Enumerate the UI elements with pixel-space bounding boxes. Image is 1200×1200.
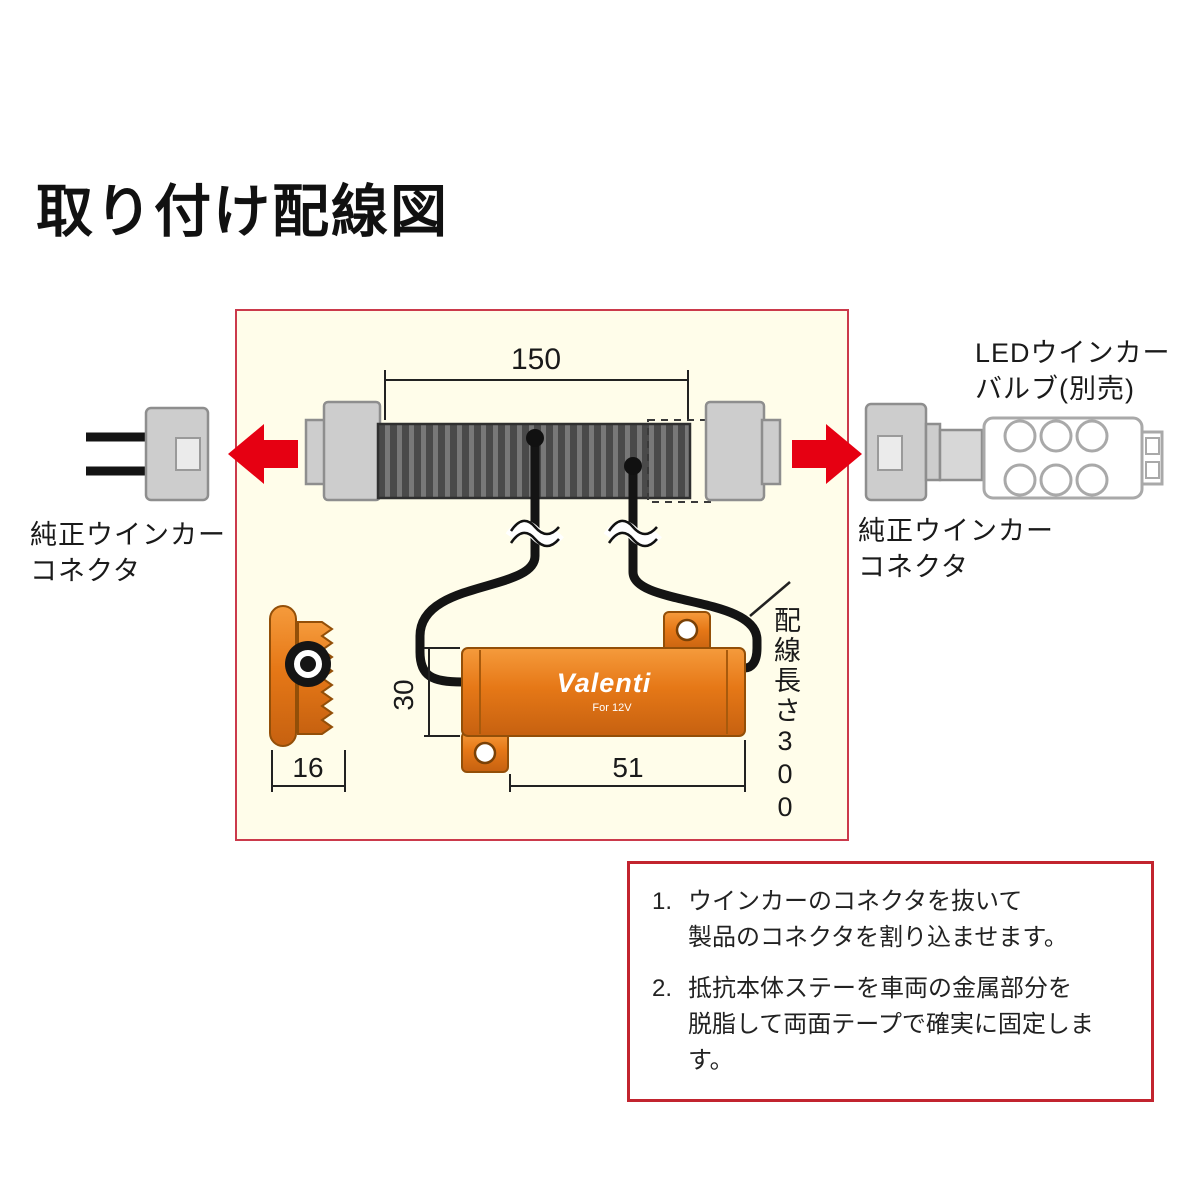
resistor-brand-logo: Valenti [557, 668, 652, 698]
wire-break-left [505, 519, 564, 548]
instruction-1-line2: 製品のコネクタを割り込ませます。 [688, 924, 1068, 951]
arrow-left-icon [228, 424, 298, 484]
stock-connector-right-label: 純正ウインカー コネクタ [858, 514, 1054, 585]
stock-connector-left-label: 純正ウインカー コネクタ [30, 518, 226, 589]
stock-connector-left-label-line1: 純正ウインカー [30, 520, 226, 550]
resistor-body [461, 611, 746, 773]
instructions-box: 1. ウインカーのコネクタを抜いて 製品のコネクタを割り込ませます。 2. 抵抗… [627, 861, 1154, 1102]
dimension-resistor-length [509, 740, 746, 792]
resistor-sub-label: For 12V [592, 702, 632, 714]
instruction-1-line1: ウインカーのコネクタを抜いて [688, 888, 1023, 915]
dimension-stay-width [271, 750, 346, 792]
instruction-2-line2: 脱脂して両面テープで確実に固定します。 [688, 1011, 1094, 1074]
page-title: 取り付け配線図 [36, 180, 449, 244]
wire-break-right [603, 519, 662, 548]
dimension-resistor-height [424, 647, 460, 737]
instruction-item-1: 1. ウインカーのコネクタを抜いて 製品のコネクタを割り込ませます。 [652, 884, 1129, 956]
stock-connector-right-label-line2: コネクタ [858, 551, 969, 582]
stock-connector-right [864, 402, 942, 502]
stock-connector-left-label-line2: コネクタ [30, 555, 141, 586]
led-bulb-label-line2: バルブ(別売) [975, 373, 1135, 404]
dimension-tube-length [384, 370, 689, 420]
led-bulb-label: LEDウインカー バルブ(別売) [975, 336, 1171, 407]
instruction-1-number: 1. [652, 888, 673, 915]
instruction-2-number: 2. [652, 975, 673, 1002]
dim-51-label: 51 [612, 752, 643, 783]
dim-16-label: 16 [292, 752, 323, 783]
instruction-2-text: 抵抗本体ステーを車両の金属部分を 脱脂して両面テープで確実に固定します。 [688, 971, 1129, 1079]
resistor-stay-side-view [269, 605, 334, 747]
stock-connector-left [86, 406, 210, 502]
wire-junction-dot [624, 457, 642, 475]
harness-wires [415, 433, 762, 687]
dim-30-label: 30 [388, 679, 419, 710]
instruction-item-2: 2. 抵抗本体ステーを車両の金属部分を 脱脂して両面テープで確実に固定します。 [652, 971, 1129, 1079]
dim-150-label: 150 [511, 343, 561, 376]
harness-length-leader-line [749, 581, 791, 617]
wire-junction-dot [526, 429, 544, 447]
diagram-panel [235, 309, 849, 841]
arrow-right-icon [792, 424, 862, 484]
led-bulb [938, 416, 1164, 500]
tube-hidden-outline [647, 419, 711, 503]
led-bulb-label-line1: LEDウインカー [975, 338, 1171, 368]
instruction-2-line1: 抵抗本体ステーを車両の金属部分を [688, 975, 1072, 1002]
product-connector-left [304, 400, 382, 502]
product-connector-right [704, 400, 782, 502]
instruction-1-text: ウインカーのコネクタを抜いて 製品のコネクタを割り込ませます。 [688, 884, 1129, 956]
harness-length-label: 配線長さ300 [770, 606, 800, 825]
stock-connector-right-label-line1: 純正ウインカー [858, 516, 1054, 546]
